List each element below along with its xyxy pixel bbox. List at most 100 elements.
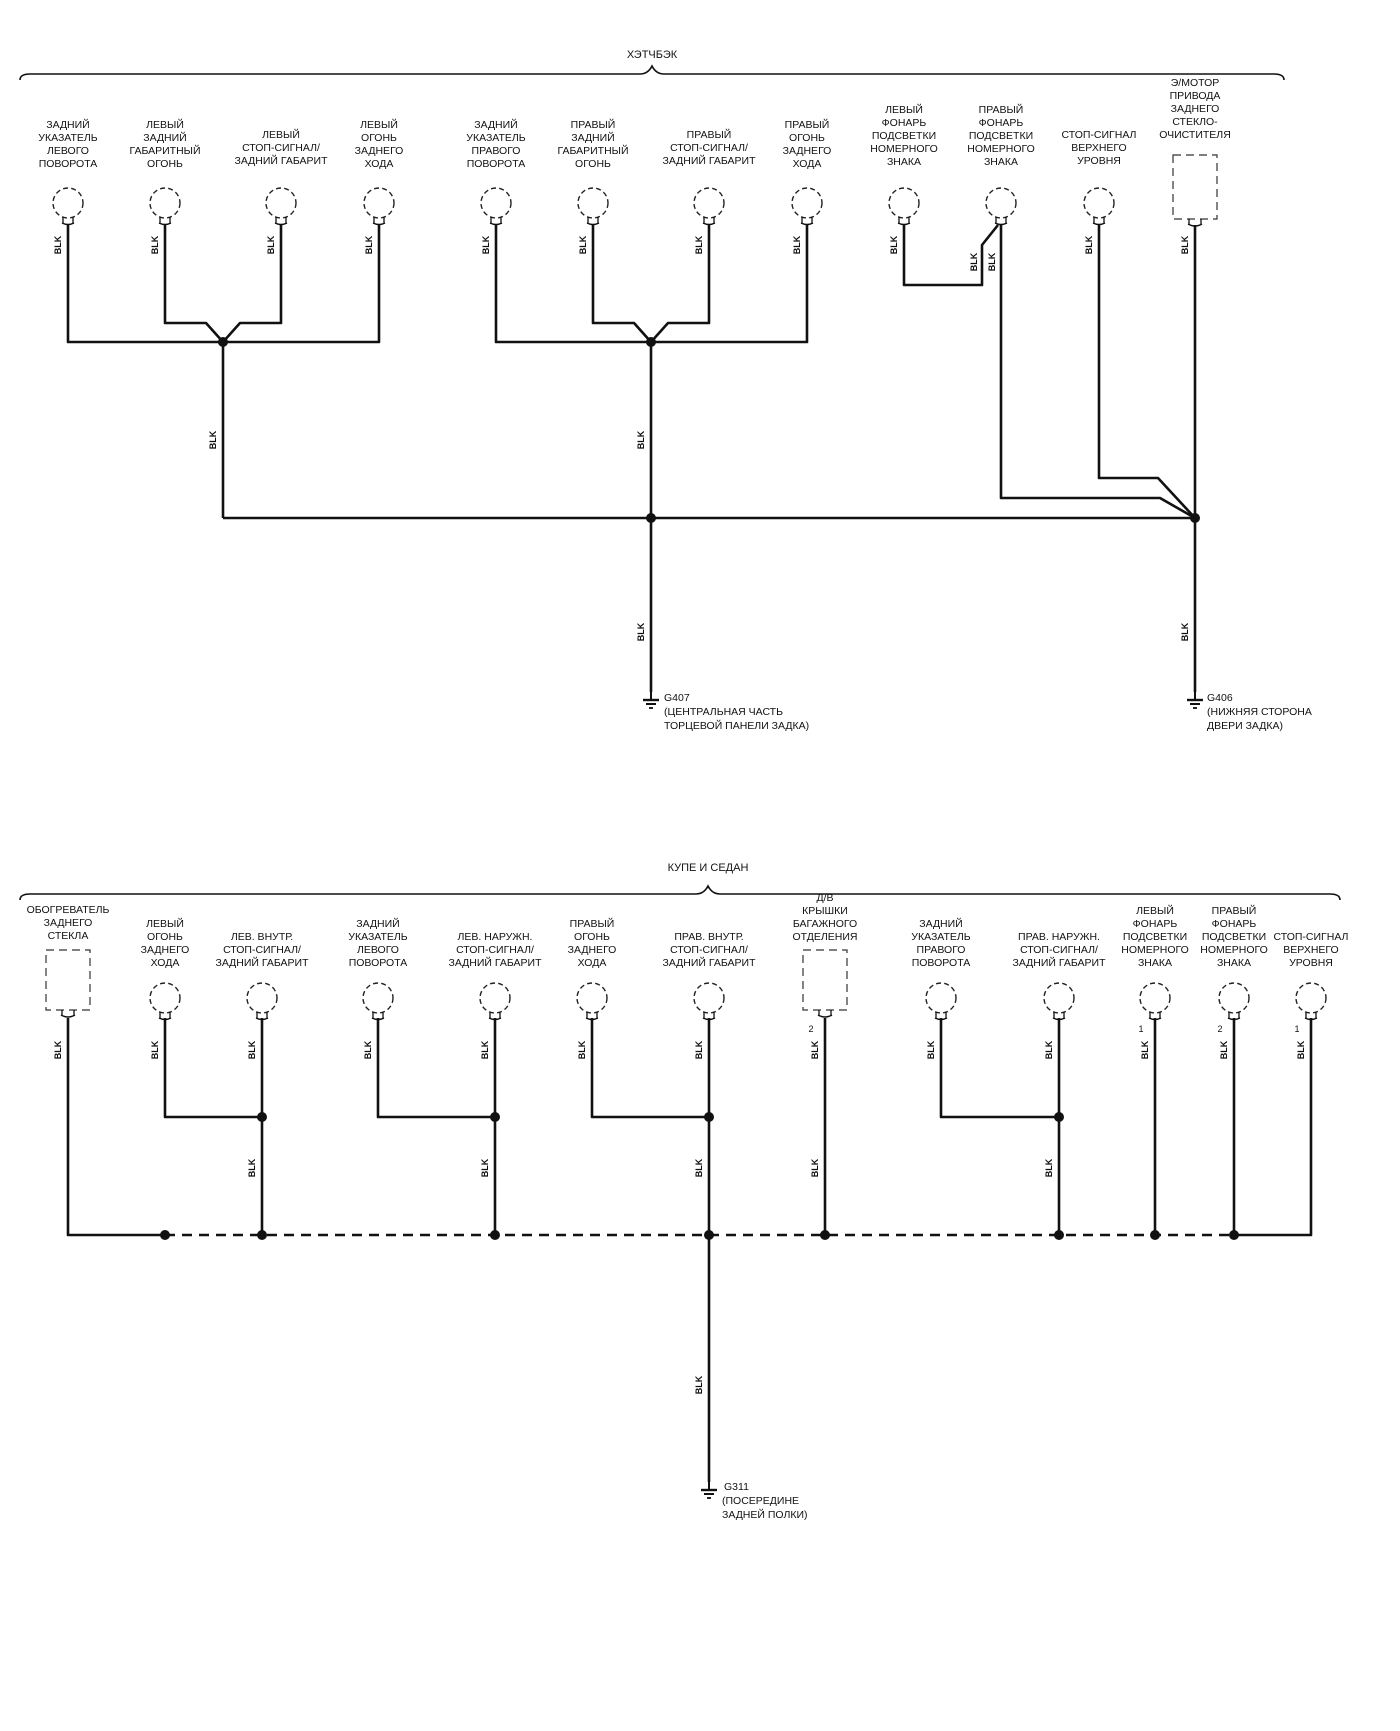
connector-pin-number: 1 <box>1138 1024 1143 1034</box>
wire-color-label: BLK <box>578 235 588 254</box>
lamp-icon <box>149 187 181 226</box>
ground-icon <box>643 692 659 709</box>
wire-color-label: BLK <box>1084 235 1094 254</box>
splice-point <box>490 1112 500 1122</box>
component-label: ОГОНЬ <box>147 931 183 943</box>
wire-color-label: BLK <box>810 1040 820 1059</box>
component-label: ЗАДНИЙ ГАБАРИТ <box>1012 956 1106 969</box>
splice-point <box>1229 1230 1239 1240</box>
component-label: ХОДА <box>365 158 394 170</box>
coupe-sedan-component-labels: ОБОГРЕВАТЕЛЬЗАДНЕГОСТЕКЛАЛЕВЫЙОГОНЬЗАДНЕ… <box>27 892 1349 969</box>
ground-g407: G407 (ЦЕНТРАЛЬНАЯ ЧАСТЬ ТОРЦЕВОЙ ПАНЕЛИ … <box>643 692 809 732</box>
component-label: ПОВОРОТА <box>467 158 526 170</box>
component-label: ЛЕВЫЙ <box>262 128 300 141</box>
component-label: ЛЕВЫЙ <box>1136 904 1174 917</box>
hatchback-component-labels: ЗАДНИЙУКАЗАТЕЛЬЛЕВОГОПОВОРОТАЛЕВЫЙЗАДНИЙ… <box>38 77 1230 170</box>
splice-point <box>1054 1112 1064 1122</box>
component-label: ЗАДНИЙ <box>46 118 89 131</box>
component-label: ЛЕВ. ВНУТР. <box>231 931 293 943</box>
component-label: ПРАВЫЙ <box>785 118 830 131</box>
component-label: ЗАДНИЙ ГАБАРИТ <box>662 956 756 969</box>
lamp-icon <box>1218 982 1250 1021</box>
component-label: ЗНАКА <box>1138 957 1172 969</box>
splice-point <box>218 337 228 347</box>
wire-color-label: BLK <box>1140 1040 1150 1059</box>
ground-location: ДВЕРИ ЗАДКА) <box>1207 720 1283 732</box>
lamp-icon <box>246 982 278 1021</box>
component-label: ПОДСВЕТКИ <box>969 130 1033 142</box>
wire-color-label: BLK <box>1219 1040 1229 1059</box>
component-label: ПОВОРОТА <box>349 957 408 969</box>
component-label: ПРИВОДА <box>1170 90 1221 102</box>
component-label: НОМЕРНОГО <box>967 143 1035 155</box>
splice-point <box>704 1112 714 1122</box>
splice-point <box>1190 513 1200 523</box>
component-label: ХОДА <box>578 957 607 969</box>
component-label: ФОНАРЬ <box>882 117 927 129</box>
component-label: УКАЗАТЕЛЬ <box>38 132 98 144</box>
lamp-icon <box>363 187 395 226</box>
wire-color-label: BLK <box>53 1040 63 1059</box>
wire-color-label: BLK <box>1180 622 1190 641</box>
splice-point <box>160 1230 170 1240</box>
ground-location: (ЦЕНТРАЛЬНАЯ ЧАСТЬ <box>664 706 783 718</box>
component-label: ОГОНЬ <box>789 132 825 144</box>
wire-color-label: BLK <box>1044 1158 1054 1177</box>
wire-color-label: BLK <box>150 235 160 254</box>
splice-point <box>820 1230 830 1240</box>
ground-location: (ПОСЕРЕДИНЕ <box>722 1495 799 1507</box>
ground-g406: G406 (НИЖНЯЯ СТОРОНА ДВЕРИ ЗАДКА) <box>1187 692 1312 732</box>
component-label: ПРАВЫЙ <box>570 917 615 930</box>
lamp-icon <box>1083 187 1115 226</box>
component-label: ВЕРХНЕГО <box>1283 944 1338 956</box>
component-label: СТОП-СИГНАЛ/ <box>223 944 301 956</box>
component-label: ПРАВЫЙ <box>979 103 1024 116</box>
component-label: СТЕКЛА <box>48 930 89 942</box>
component-label: БАГАЖНОГО <box>793 918 857 930</box>
component-label: ФОНАРЬ <box>1212 918 1257 930</box>
component-label: ОБОГРЕВАТЕЛЬ <box>27 904 110 916</box>
component-label: ОГОНЬ <box>574 931 610 943</box>
component-label: СТОП-СИГНАЛ <box>1274 931 1349 943</box>
lamp-icon <box>479 982 511 1021</box>
component-label: НОМЕРНОГО <box>1121 944 1189 956</box>
component-label: Э/МОТОР <box>1171 77 1220 89</box>
lamp-icon <box>577 187 609 226</box>
component-label: ЛЕВЫЙ <box>885 103 923 116</box>
splice-point <box>257 1230 267 1240</box>
wire-color-label: BLK <box>889 235 899 254</box>
splice-point <box>1054 1230 1064 1240</box>
lamp-icon <box>791 187 823 226</box>
component-label: ЗАДНИЙ <box>571 131 614 144</box>
component-label: ВЕРХНЕГО <box>1071 142 1126 154</box>
connector-pin-number: 2 <box>808 1024 813 1034</box>
component-label: ЗАДНЕГО <box>44 917 93 929</box>
component-label: ПОДСВЕТКИ <box>1123 931 1187 943</box>
component-label: УРОВНЯ <box>1077 155 1121 167</box>
component-label: СТОП-СИГНАЛ/ <box>1020 944 1098 956</box>
lamp-icon <box>693 187 725 226</box>
component-label: ФОНАРЬ <box>979 117 1024 129</box>
wire-color-label: BLK <box>694 1375 704 1394</box>
coupe-sedan-wire-labels: BLK BLK BLK BLK BLK BLK BLK BLK BLK BLK … <box>53 1040 1306 1394</box>
component-label: ЛЕВЫЙ <box>146 118 184 131</box>
wire-color-label: BLK <box>577 1040 587 1059</box>
component-label: ЗАДНЕГО <box>568 944 617 956</box>
component-label: ПОДСВЕТКИ <box>872 130 936 142</box>
component-label: ГАБАРИТНЫЙ <box>557 144 628 157</box>
component-label: ПРАВОГО <box>472 145 521 157</box>
component-label: ЗАДНИЙ <box>356 917 399 930</box>
component-label: Д/В <box>816 892 833 904</box>
wire-color-label: BLK <box>987 252 997 271</box>
wire-color-label: BLK <box>364 235 374 254</box>
module-connector-icon <box>45 949 91 1018</box>
component-label: ЗАДНЕГО <box>141 944 190 956</box>
lamp-icon <box>265 187 297 226</box>
lamp-icon <box>925 982 957 1021</box>
ground-g311: G311 (ПОСЕРЕДИНЕ ЗАДНЕЙ ПОЛКИ) <box>701 1481 808 1521</box>
component-label: ЗАДНИЙ ГАБАРИТ <box>234 154 328 167</box>
component-label: СТОП-СИГНАЛ/ <box>242 142 320 154</box>
component-label: ОГОНЬ <box>575 158 611 170</box>
hatchback-wiring <box>66 224 1197 692</box>
